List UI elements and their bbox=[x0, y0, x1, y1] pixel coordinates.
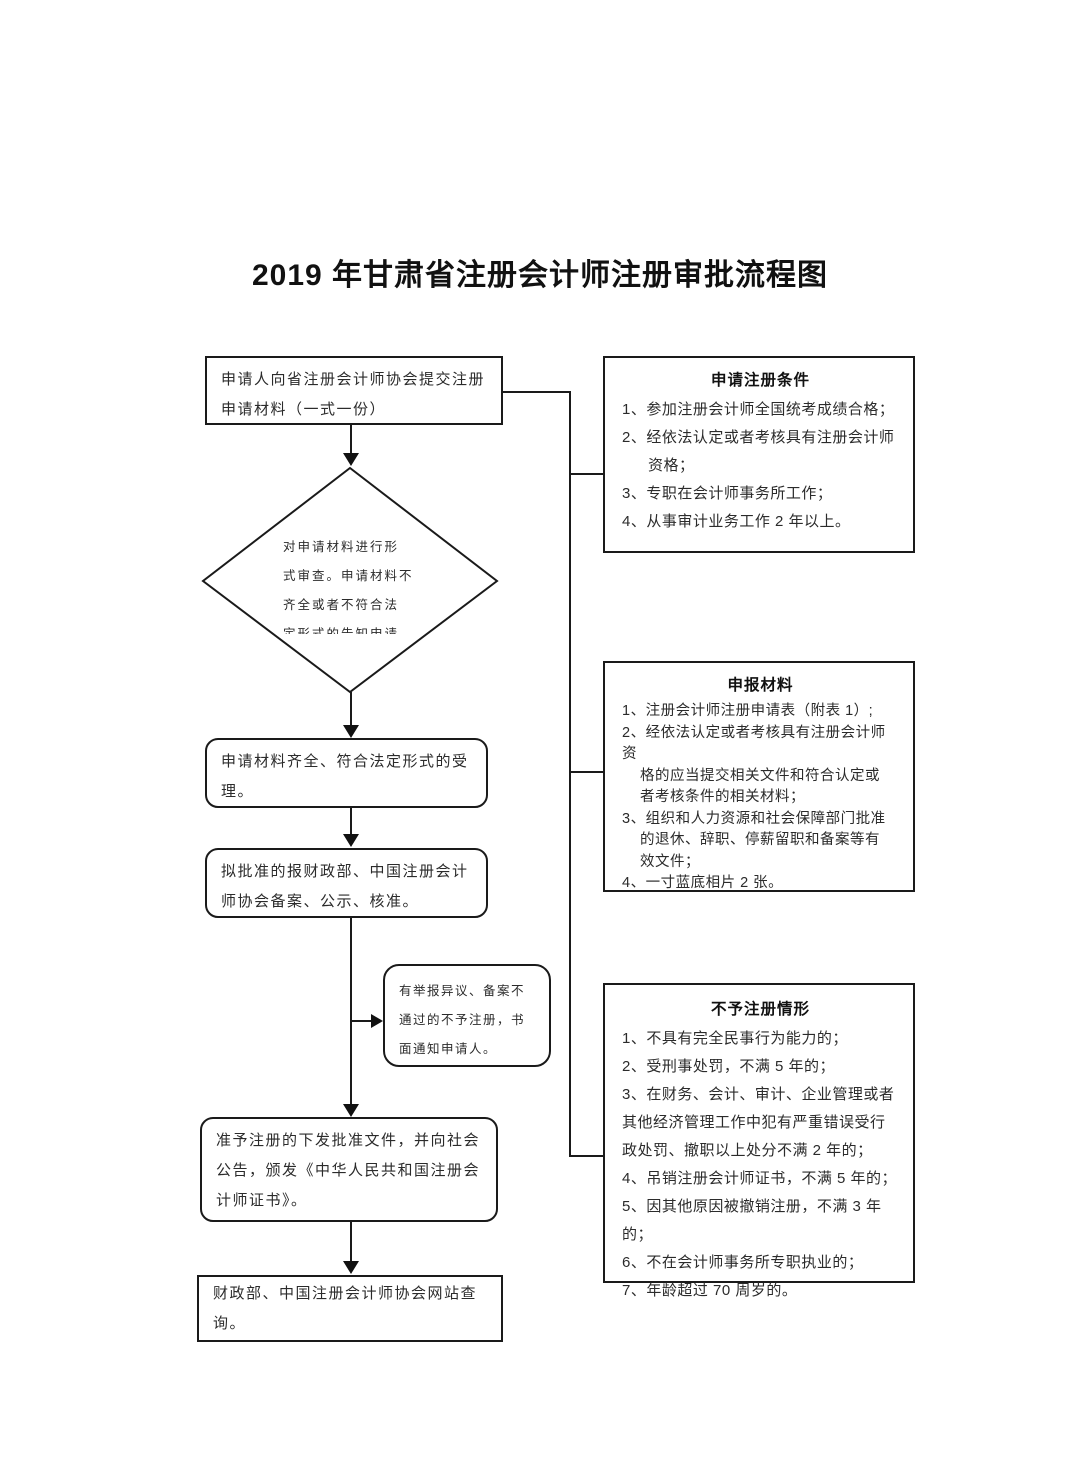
panel-title: 申请注册条件 bbox=[710, 372, 810, 389]
text-line: 5、因其他原因被撤销注册，不满 3 年的； bbox=[622, 1198, 882, 1243]
arrow-line bbox=[350, 692, 352, 727]
arrow-line bbox=[350, 808, 352, 836]
text-line: 的退休、辞职、停薪留职和备案等有 bbox=[640, 832, 880, 848]
panel-denial-cases: 不予注册情形 1、不具有完全民事行为能力的； 2、受刑事处罚，不满 5 年的； 3、… bbox=[603, 983, 915, 1299]
text-line: 1、不具有完全民事行为能力的； bbox=[622, 1030, 848, 1047]
text-line: 其他经济管理工作中犯有严重错误受行 bbox=[622, 1114, 886, 1131]
text-line: 效文件； bbox=[640, 853, 700, 870]
arrow-down-icon bbox=[343, 1261, 359, 1274]
text-line: 3、在财务、会计、审计、企业管理或者 bbox=[622, 1086, 895, 1103]
panel-body: 1、参加注册会计师全国统考成绩合格； 2、经依法认定或者考核具有注册会计师资格； 3… bbox=[622, 396, 899, 536]
page-title: 2019 年甘肃省注册会计师注册审批流程图 bbox=[251, 259, 829, 292]
panel-title: 不予注册情形 bbox=[710, 1001, 810, 1018]
text-line: 格的应当提交相关文件和符合认定或 bbox=[640, 767, 880, 784]
panel-body: 1、注册会计师注册申请表（附表 1）; 2、经依法认定或者考核具有注册会计师资格的… bbox=[622, 701, 899, 895]
arrow-right-icon bbox=[371, 1014, 383, 1028]
text-line: 政处罚、撤职以上处分不满 2 年的； bbox=[622, 1142, 873, 1159]
arrow-down-icon bbox=[343, 453, 359, 466]
connector-line bbox=[503, 391, 571, 393]
arrow-line bbox=[352, 1020, 372, 1022]
flow-box-reject-notice: 有举报异议、备案不通过的不予注册，书面通知申请人。 bbox=[383, 964, 551, 1067]
arrow-line bbox=[350, 425, 352, 455]
text-line: 定形式的告知申请 bbox=[283, 627, 400, 634]
decision-diamond-text: 对申请材料进行形式审查。申请材料不齐全或者不符合法定形式的告知申请 bbox=[283, 533, 463, 634]
connector-line bbox=[569, 473, 605, 475]
flow-box-report: 拟批准的报财政部、中国注册会计师协会备案、公示、核准。 bbox=[205, 848, 488, 918]
panel-application-materials: 申报材料 1、注册会计师注册申请表（附表 1）; 2、经依法认定或者考核具有注册会… bbox=[603, 661, 915, 892]
text-line: 1、注册会计师注册申请表（附表 1）; bbox=[622, 703, 874, 719]
text-line: 6、不在会计师事务所专职执业的； bbox=[622, 1254, 864, 1271]
flow-box-query: 财政部、中国注册会计师协会网站查询。 bbox=[197, 1275, 503, 1342]
arrow-down-icon bbox=[343, 834, 359, 847]
arrow-line bbox=[350, 1222, 352, 1262]
text-line: 齐全或者不符合法 bbox=[283, 598, 400, 612]
text-line: 4、从事审计业务工作 2 年以上。 bbox=[622, 513, 851, 530]
connector-line bbox=[569, 391, 571, 1157]
text-line: 3、组织和人力资源和社会保障部门批准 bbox=[622, 810, 886, 827]
panel-body: 1、不具有完全民事行为能力的； 2、受刑事处罚，不满 5 年的； 3、在财务、会计、… bbox=[622, 1025, 899, 1305]
connector-line bbox=[569, 1155, 605, 1157]
text-line: 1、参加注册会计师全国统考成绩合格； bbox=[622, 401, 895, 418]
text-line: 2、经依法认定或者考核具有注册会计师 bbox=[622, 429, 895, 446]
text-line: 式审查。申请材料不 bbox=[283, 569, 414, 583]
flow-box-approve: 准予注册的下发批准文件，并向社会公告，颁发《中华人民共和国注册会计师证书》。 bbox=[200, 1117, 498, 1222]
text-line: 3、专职在会计师事务所工作； bbox=[622, 485, 833, 502]
text-line: 4、一寸蓝底相片 2 张。 bbox=[622, 875, 784, 891]
arrow-down-icon bbox=[343, 1104, 359, 1117]
text-line: 2、受刑事处罚，不满 5 年的； bbox=[622, 1058, 836, 1075]
text-line: 4、吊销注册会计师证书，不满 5 年的； bbox=[622, 1170, 898, 1187]
text-line: 2、经依法认定或者考核具有注册会计师资 bbox=[622, 724, 886, 763]
text-line: 资格； bbox=[648, 457, 695, 474]
text-line: 者考核条件的相关材料； bbox=[640, 789, 805, 805]
panel-title: 申报材料 bbox=[727, 677, 794, 694]
arrow-down-icon bbox=[343, 725, 359, 738]
flow-box-query-label: 财政部、中国注册会计师协会网站查询。 bbox=[213, 1284, 478, 1332]
arrow-line bbox=[350, 918, 352, 1106]
text-line: 对申请材料进行形 bbox=[283, 540, 400, 554]
flow-box-accept: 申请材料齐全、符合法定形式的受理。 bbox=[205, 738, 488, 808]
text-line: 7、年龄超过 70 周岁的。 bbox=[622, 1282, 798, 1299]
connector-line bbox=[569, 771, 605, 773]
flow-box-submit: 申请人向省注册会计师协会提交注册申请材料（一式一份） bbox=[205, 356, 503, 425]
panel-registration-conditions: 申请注册条件 1、参加注册会计师全国统考成绩合格； 2、经依法认定或者考核具有注册… bbox=[603, 356, 915, 553]
